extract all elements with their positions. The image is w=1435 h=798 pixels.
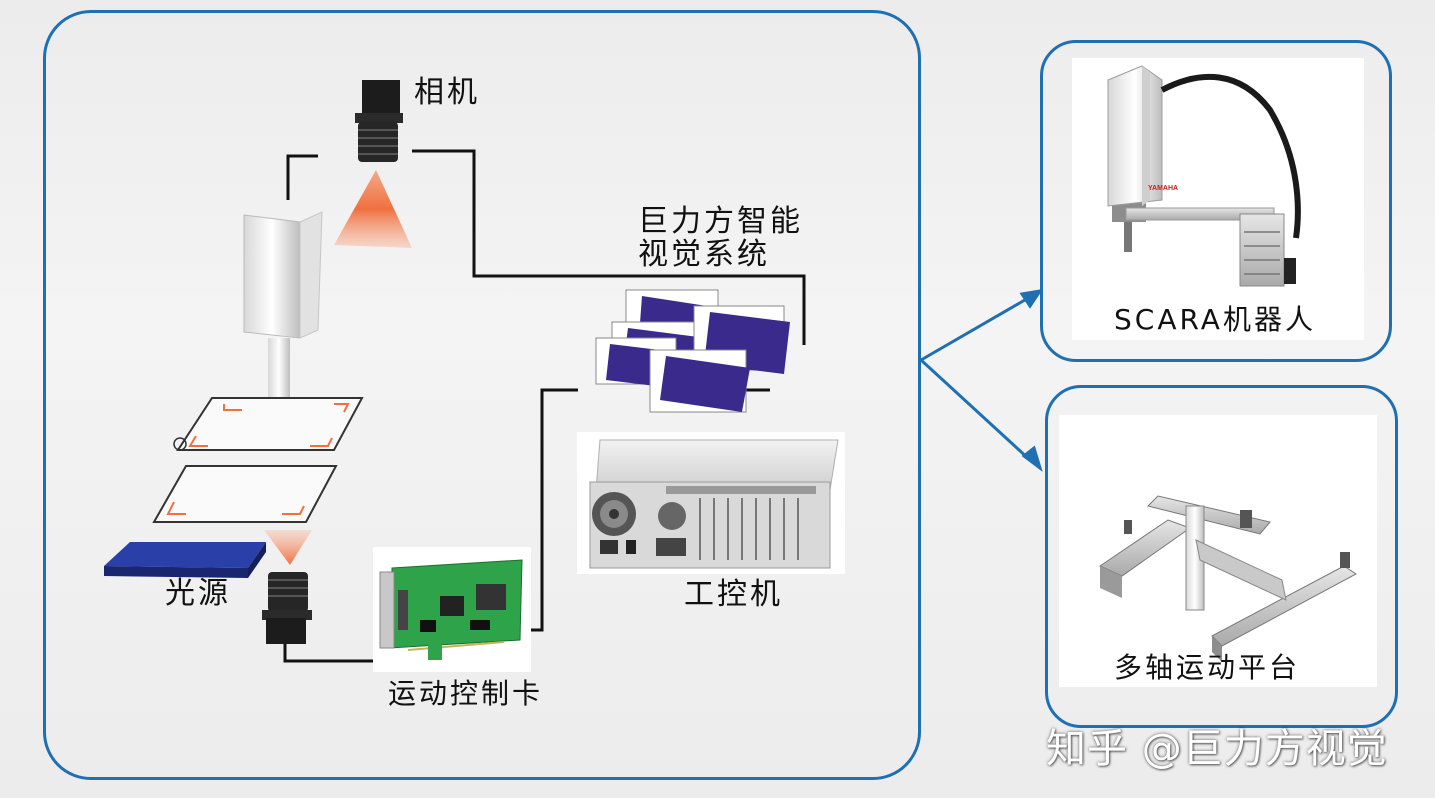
- bottom-camera-beam: [264, 530, 312, 565]
- top-camera-beam: [334, 170, 412, 248]
- light-panel-icon: [243, 211, 323, 339]
- motion-card-label: 运动控制卡: [388, 677, 544, 710]
- camera-label: 相机: [414, 75, 480, 110]
- upper-plate-icon: [173, 397, 364, 451]
- robot-brand-text: YAMAHA: [1148, 185, 1178, 192]
- light-source-icon: [104, 542, 266, 578]
- watermark: 知乎 @巨力方视觉: [1046, 726, 1388, 772]
- scara-robot-icon: [1107, 65, 1301, 287]
- main-system-frame: [43, 10, 921, 780]
- vision-system-label-line1: 巨力方智能: [638, 204, 803, 239]
- top-camera-icon: [355, 80, 403, 162]
- multi-axis-frame: [1045, 385, 1398, 728]
- vision-system-label-line2: 视觉系统: [638, 237, 770, 272]
- light-source-label: 光源: [165, 576, 231, 611]
- motion-card-icon: [373, 547, 531, 672]
- industrial-pc-icon: [577, 432, 845, 574]
- output-arrows: [919, 288, 1044, 472]
- ipc-label: 工控机: [684, 577, 783, 612]
- multi-axis-platform-icon: [1098, 495, 1357, 662]
- scara-frame: [1040, 40, 1392, 362]
- software-screens-icon: [595, 289, 790, 413]
- lower-plate-icon: [152, 465, 338, 523]
- multi-axis-label: 多轴运动平台: [1114, 651, 1301, 684]
- bottom-camera-icon: [262, 572, 312, 644]
- scara-label: SCARA机器人: [1114, 303, 1316, 336]
